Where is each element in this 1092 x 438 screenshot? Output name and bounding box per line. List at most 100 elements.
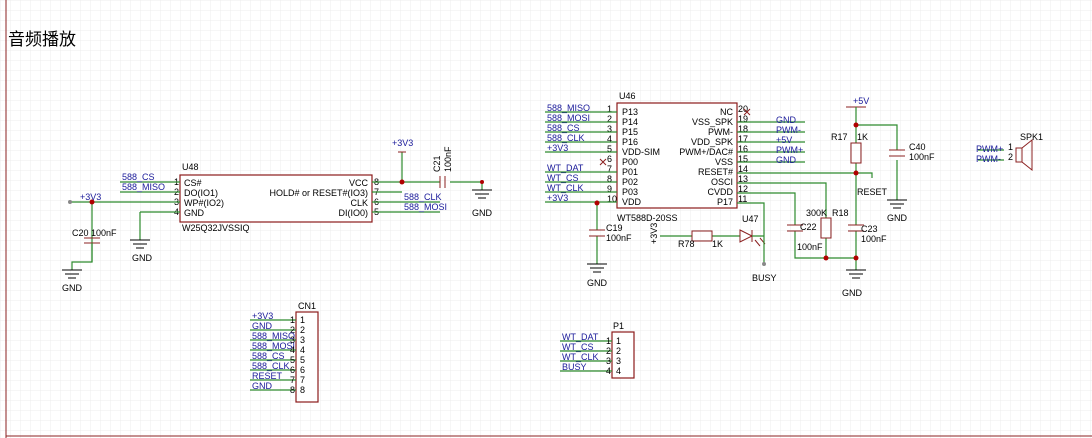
cn1-pin-num: 1 — [300, 315, 305, 325]
speaker-icon — [1015, 138, 1033, 172]
spk-pin-num: 2 — [1008, 152, 1013, 162]
p1-group[interactable]: P1 — [611, 321, 635, 379]
u46-pin-num: 1 — [607, 104, 612, 114]
u46-pin-name: PWM- — [708, 127, 733, 137]
u46-pin-num: 10 — [607, 194, 617, 204]
junction-dot — [853, 255, 859, 261]
c19-symbol — [589, 229, 605, 237]
c40-ref: C40 — [909, 142, 926, 152]
c21-value: 100nF — [443, 146, 453, 172]
u46-pin-num: 19 — [738, 114, 748, 124]
p1-net-label: BUSY — [562, 362, 587, 372]
cn1-pin-num: 5 — [300, 355, 305, 365]
c23-value: 100nF — [861, 234, 887, 244]
p1-pin-num-outer: 4 — [606, 366, 611, 376]
junction-dot — [89, 199, 95, 205]
power-label-3v3: +3V3 — [80, 192, 101, 202]
cn1-pin-num-outer: 5 — [290, 355, 295, 365]
r78-symbol — [691, 230, 713, 242]
busy-label: BUSY — [752, 273, 777, 283]
u48-pin-name: DO(IO1) — [184, 188, 218, 198]
gnd-symbol — [587, 263, 607, 273]
u46-pin-name: P13 — [622, 107, 638, 117]
u46-pin-num: 12 — [738, 184, 748, 194]
p1-pin-num: 3 — [616, 356, 621, 366]
u46-pin-name: CVDD — [707, 187, 733, 197]
spk-wires — [978, 149, 1004, 161]
u46-pin-num: 11 — [738, 194, 747, 204]
power-port — [68, 200, 72, 204]
spk-pin-num: 1 — [1008, 142, 1013, 152]
cn1-group[interactable]: CN1 — [295, 301, 319, 403]
u46-pin-name: P16 — [622, 137, 638, 147]
gnd-symbol — [887, 199, 907, 209]
p1-pin-num: 2 — [616, 346, 621, 356]
net-label: GND — [776, 115, 797, 125]
cn1-pin-num-outer: 7 — [290, 375, 295, 385]
cn1-pin-num: 8 — [300, 385, 305, 395]
c40-value: 100nF — [909, 152, 935, 162]
u46-pin-num: 16 — [738, 144, 748, 154]
c22-symbol — [787, 224, 803, 232]
cn1-net-label: 588_MOSI — [252, 341, 295, 351]
r78-ref: R78 — [678, 239, 695, 249]
r17-ref: R17 — [831, 132, 848, 142]
gnd-symbol — [62, 269, 82, 279]
u46-pin-num: 18 — [738, 124, 748, 134]
u48-power-wires — [70, 201, 180, 262]
cn1-pin-num-outer: 6 — [290, 365, 295, 375]
u46-pin-num: 5 — [607, 144, 612, 154]
spk-net-pwm-plus: PWM+ — [976, 144, 1003, 154]
spk1-ref: SPK1 — [1020, 132, 1043, 142]
net-label: +3V3 — [547, 143, 568, 153]
u48-body — [179, 174, 373, 223]
u48-pin-name: CS# — [184, 178, 202, 188]
cn1-net-label: GND — [252, 381, 273, 391]
r18-symbol — [820, 217, 832, 239]
junction-dot — [853, 170, 859, 176]
gnd-symbol — [130, 239, 150, 249]
net-label: WT_CLK — [547, 183, 584, 193]
u48-pin-name: WP#(IO2) — [184, 198, 224, 208]
no-connect-mark — [599, 158, 607, 166]
c22-ref: C22 — [800, 222, 817, 232]
c20-value: 100nF — [91, 228, 117, 238]
reset-label: RESET — [857, 187, 888, 197]
u46-pin-num: 14 — [738, 164, 748, 174]
c19-value: 100nF — [606, 233, 632, 243]
cn1-net-label: 588_CLK — [252, 361, 290, 371]
busy-wire — [737, 202, 765, 264]
net-label-588-cs: 588_CS — [122, 172, 155, 182]
u46-pin-name: P02 — [622, 177, 638, 187]
u46-pin-name: P00 — [622, 157, 638, 167]
cn1-pin-num: 3 — [300, 335, 305, 345]
u46-pin-num: 7 — [607, 164, 612, 174]
cn1-body — [295, 311, 319, 403]
u46-pin-name: P01 — [622, 167, 638, 177]
p1-pin-num-outer: 2 — [606, 346, 611, 356]
c22-value: 100nF — [797, 242, 823, 252]
u48-left-net-wires — [120, 181, 180, 193]
r17-value: 1K — [857, 132, 868, 142]
cn1-pin-num-outer: 1 — [290, 315, 295, 325]
net-label: WT_DAT — [547, 163, 584, 173]
cn1-net-label: 588_CS — [252, 351, 285, 361]
net-label: 588_MOSI — [547, 113, 590, 123]
u46-body — [616, 102, 738, 209]
gnd-label: GND — [842, 288, 863, 298]
u48-pin-name: CLK — [350, 198, 368, 208]
p1-pin-num: 1 — [616, 336, 621, 346]
no-connect-mark — [743, 108, 751, 116]
gnd-label: GND — [472, 208, 493, 218]
c20-wire — [71, 243, 93, 270]
u46-group[interactable]: U46 WT588D-20SS — [616, 91, 738, 223]
u46-pin-name: P17 — [717, 197, 733, 207]
cn1-pin-num: 2 — [300, 325, 305, 335]
u46-left-pins: P131588_MISOP142588_MOSIP153588_CSP16458… — [545, 103, 660, 207]
p1-net-label: WT_CLK — [562, 352, 599, 362]
c23-ref: C23 — [861, 224, 878, 234]
